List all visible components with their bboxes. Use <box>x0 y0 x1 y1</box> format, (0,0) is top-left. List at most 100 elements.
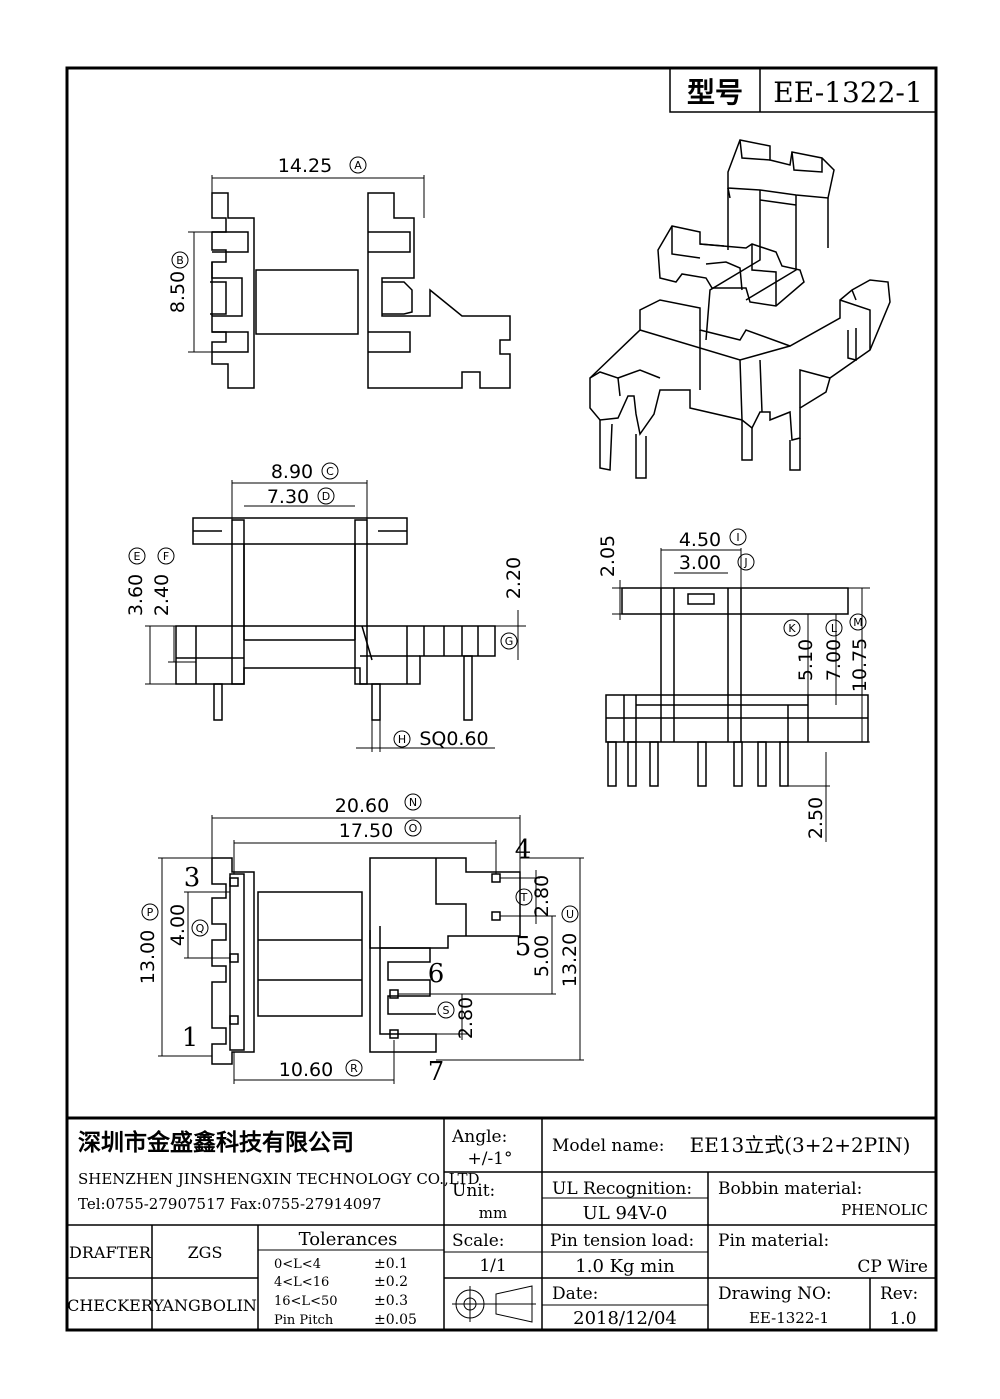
svg-text:2.05: 2.05 <box>597 535 619 577</box>
svg-text:T: T <box>520 891 528 904</box>
pin-4: 4 <box>515 835 532 865</box>
svg-text:A: A <box>354 159 362 172</box>
svg-text:2.20: 2.20 <box>503 557 525 599</box>
sheet-border <box>65 66 938 1332</box>
dim-G: 2.20 G <box>495 557 526 660</box>
svg-text:Pin Pitch: Pin Pitch <box>274 1313 334 1328</box>
pin-1: 1 <box>182 1023 199 1053</box>
dim-E-F: 3.60 2.40 E F <box>125 547 214 685</box>
svg-text:±0.1: ±0.1 <box>374 1256 408 1272</box>
dim-Q: 4.00 Q <box>167 891 230 959</box>
dim-P: 13.00 P <box>137 857 212 1057</box>
pin-7: 7 <box>428 1057 445 1087</box>
svg-text:SQ0.60: SQ0.60 <box>419 728 488 750</box>
svg-text:0<L<4: 0<L<4 <box>274 1257 321 1272</box>
dim-S: 2.80 S <box>398 993 477 1040</box>
svg-text:Drawing NO:: Drawing NO: <box>718 1284 832 1304</box>
dim-A: 14.25 A <box>211 155 425 218</box>
svg-text:Unit:: Unit: <box>452 1181 495 1201</box>
svg-text:P: P <box>147 906 154 919</box>
svg-text:7.00: 7.00 <box>823 639 845 681</box>
dim-N: 20.60 N <box>211 793 521 872</box>
svg-text:3.60: 3.60 <box>125 574 147 616</box>
svg-text:3.00: 3.00 <box>679 552 721 574</box>
svg-text:PHENOLIC: PHENOLIC <box>841 1201 928 1219</box>
front-view <box>175 517 496 721</box>
svg-text:1/1: 1/1 <box>479 1256 506 1276</box>
svg-text:7.30: 7.30 <box>267 486 309 508</box>
pin-3: 3 <box>184 863 201 893</box>
dim-B: 8.50 B <box>167 231 212 353</box>
projection-symbol-icon <box>452 1285 536 1323</box>
svg-text:ZGS: ZGS <box>188 1243 223 1262</box>
dim-U: 13.20 U <box>436 857 584 1061</box>
title-block: 深圳市金盛鑫科技有限公司 SHENZHEN JINSHENGXIN TECHNO… <box>67 1116 936 1330</box>
dim-R: 10.60 R <box>233 1040 395 1084</box>
svg-text:Rev:: Rev: <box>880 1284 918 1304</box>
svg-text:2.40: 2.40 <box>151 574 173 616</box>
svg-text:L: L <box>831 622 838 635</box>
svg-text:13.00: 13.00 <box>137 930 159 984</box>
header-box: 型号 EE-1322-1 <box>669 67 937 113</box>
isometric-view <box>589 139 891 479</box>
dim-D: 7.30 D <box>244 486 355 508</box>
svg-text:UL Recognition:: UL Recognition: <box>552 1179 692 1199</box>
pin-labels: 3 1 4 5 6 7 <box>182 835 532 1087</box>
dim-T: 2.80 T <box>500 870 553 924</box>
svg-text:1.0 Kg min: 1.0 Kg min <box>575 1256 675 1277</box>
part-number: EE-1322-1 <box>773 76 922 109</box>
svg-text:Date:: Date: <box>552 1284 598 1304</box>
svg-text:D: D <box>322 490 330 503</box>
svg-text:G: G <box>505 635 514 648</box>
svg-text:F: F <box>163 550 169 563</box>
svg-text:Pin material:: Pin material: <box>718 1231 829 1251</box>
svg-text:I: I <box>736 531 739 544</box>
svg-text:1.0: 1.0 <box>889 1309 916 1329</box>
svg-text:10.60: 10.60 <box>279 1059 333 1081</box>
company-cn: 深圳市金盛鑫科技有限公司 <box>78 1129 354 1156</box>
svg-text:Scale:: Scale: <box>452 1231 505 1251</box>
dim-side-pin: 2.50 <box>788 752 830 842</box>
pin-6: 6 <box>428 959 445 989</box>
svg-text:8.90: 8.90 <box>271 461 313 483</box>
svg-text:14.25: 14.25 <box>278 155 332 177</box>
svg-text:Bobbin material:: Bobbin material: <box>718 1179 862 1199</box>
svg-text:CHECKER: CHECKER <box>67 1296 154 1315</box>
svg-text:5.00: 5.00 <box>531 935 553 977</box>
svg-text:Model name:: Model name: <box>552 1136 664 1156</box>
svg-text:4.00: 4.00 <box>167 904 189 946</box>
dim-56: 5.00 <box>398 915 556 995</box>
dim-K-L-M: 5.10 7.00 10.75 K L M <box>783 587 871 743</box>
svg-text:mm: mm <box>479 1204 507 1222</box>
svg-text:K: K <box>788 622 796 635</box>
svg-text:R: R <box>350 1062 358 1075</box>
svg-text:±0.05: ±0.05 <box>374 1312 417 1328</box>
svg-text:13.20: 13.20 <box>559 933 581 987</box>
svg-text:8.50: 8.50 <box>167 271 189 313</box>
svg-text:2.80: 2.80 <box>455 997 477 1039</box>
svg-text:±0.3: ±0.3 <box>374 1293 408 1309</box>
svg-text:17.50: 17.50 <box>339 820 393 842</box>
svg-text:4<L<16: 4<L<16 <box>274 1275 329 1290</box>
svg-text:N: N <box>409 796 417 809</box>
svg-text:+/-1°: +/-1° <box>467 1149 512 1169</box>
svg-text:Pin tension load:: Pin tension load: <box>550 1231 694 1251</box>
dim-C: 8.90 C <box>231 461 368 520</box>
contact-info: Tel:0755-27907517 Fax:0755-27914097 <box>78 1195 381 1213</box>
pin-5: 5 <box>515 932 532 962</box>
svg-text:5.10: 5.10 <box>795 639 817 681</box>
svg-text:20.60: 20.60 <box>335 795 389 817</box>
svg-text:2.50: 2.50 <box>805 797 827 839</box>
dim-O: 17.50 O <box>233 819 497 874</box>
svg-text:J: J <box>743 556 747 569</box>
svg-text:DRAFTER: DRAFTER <box>69 1243 152 1262</box>
svg-text:Q: Q <box>196 922 205 935</box>
svg-text:±0.2: ±0.2 <box>374 1274 408 1290</box>
svg-text:16<L<50: 16<L<50 <box>274 1294 338 1309</box>
svg-text:2.80: 2.80 <box>531 875 553 917</box>
dim-H: H SQ0.60 <box>356 720 495 752</box>
company-en: SHENZHEN JINSHENGXIN TECHNOLOGY CO.,LTD <box>78 1170 480 1188</box>
svg-text:M: M <box>853 616 863 629</box>
svg-text:4.50: 4.50 <box>679 529 721 551</box>
